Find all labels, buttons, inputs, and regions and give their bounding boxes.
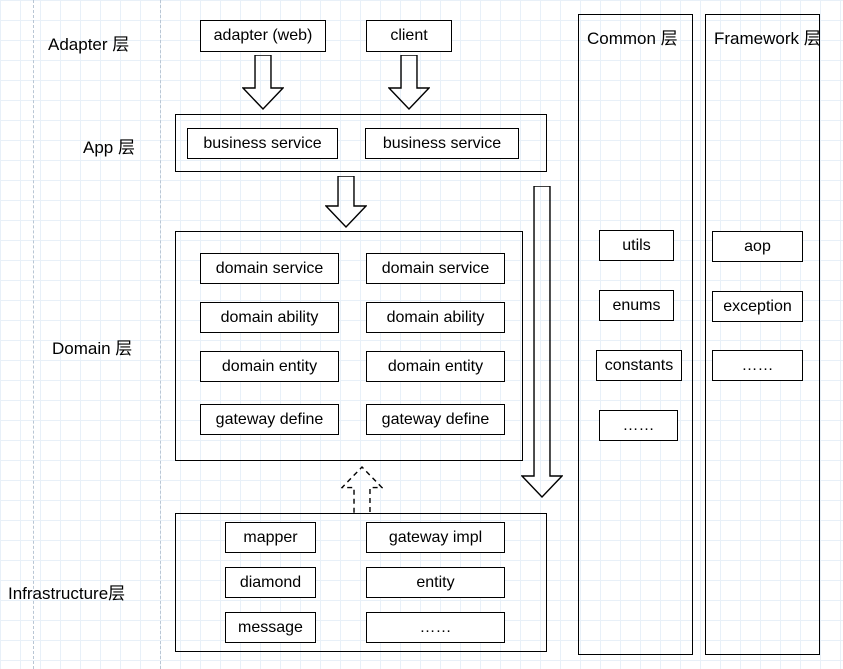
common-ellipsis[interactable]: …… xyxy=(599,410,678,441)
mapper[interactable]: mapper xyxy=(225,522,316,553)
enums[interactable]: enums xyxy=(599,290,674,321)
column-box-0 xyxy=(578,14,693,655)
domain-group xyxy=(175,231,523,461)
guide-left xyxy=(33,0,34,669)
column-title-0: Common 层 xyxy=(587,29,678,48)
arrow-client-to-app xyxy=(388,55,430,110)
layer-label-1: App 层 xyxy=(83,138,135,157)
gateway-define-left[interactable]: gateway define xyxy=(200,404,339,435)
business-service-right[interactable]: business service xyxy=(365,128,519,159)
layer-label-3: Infrastructure层 xyxy=(8,584,126,603)
diamond[interactable]: diamond xyxy=(225,567,316,598)
gateway-impl[interactable]: gateway impl xyxy=(366,522,505,553)
arrow-side-long xyxy=(521,186,563,498)
column-title-1: Framework 层 xyxy=(714,29,821,48)
business-service-left[interactable]: business service xyxy=(187,128,338,159)
entity[interactable]: entity xyxy=(366,567,505,598)
aop[interactable]: aop xyxy=(712,231,803,262)
arrow-infra-to-domain xyxy=(341,466,383,514)
domain-service-right[interactable]: domain service xyxy=(366,253,505,284)
app-group xyxy=(175,114,547,172)
layer-label-0: Adapter 层 xyxy=(48,35,130,54)
framework-ellipsis[interactable]: …… xyxy=(712,350,803,381)
gateway-define-right[interactable]: gateway define xyxy=(366,404,505,435)
column-box-1 xyxy=(705,14,820,655)
domain-service-left[interactable]: domain service xyxy=(200,253,339,284)
infrastructure-group xyxy=(175,513,547,652)
exception[interactable]: exception xyxy=(712,291,803,322)
infrastructure-ellipsis[interactable]: …… xyxy=(366,612,505,643)
layer-label-2: Domain 层 xyxy=(52,339,133,358)
message[interactable]: message xyxy=(225,612,316,643)
adapter-web[interactable]: adapter (web) xyxy=(200,20,326,52)
domain-ability-left[interactable]: domain ability xyxy=(200,302,339,333)
client[interactable]: client xyxy=(366,20,452,52)
domain-ability-right[interactable]: domain ability xyxy=(366,302,505,333)
domain-entity-right[interactable]: domain entity xyxy=(366,351,505,382)
arrow-app-to-domain xyxy=(325,176,367,228)
arrow-adapter-to-app xyxy=(242,55,284,110)
domain-entity-left[interactable]: domain entity xyxy=(200,351,339,382)
constants[interactable]: constants xyxy=(596,350,682,381)
guide-right xyxy=(160,0,161,669)
utils[interactable]: utils xyxy=(599,230,674,261)
